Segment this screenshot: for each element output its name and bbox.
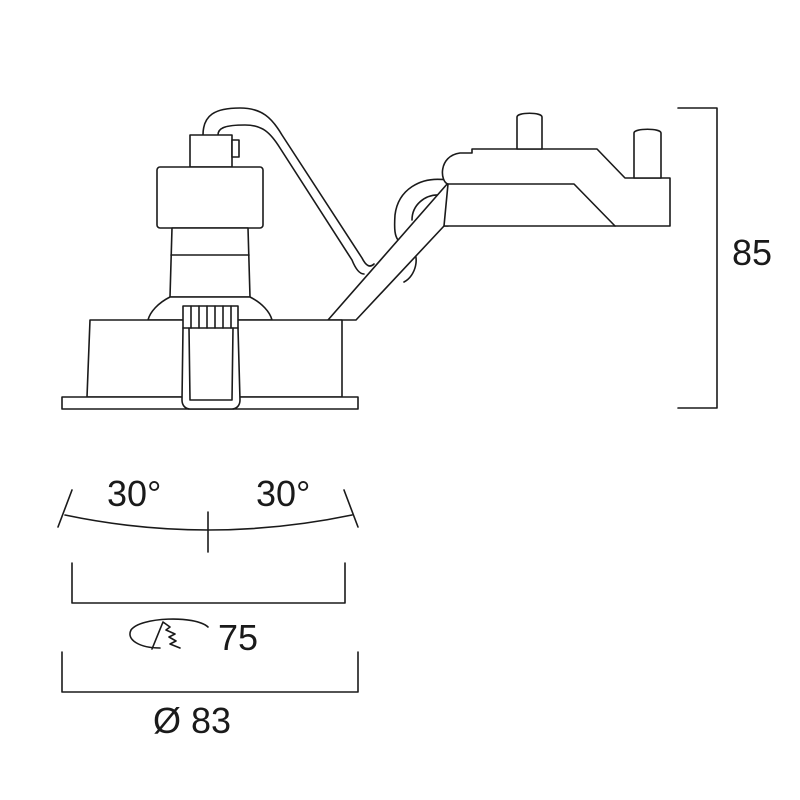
tilt-left-label: 30°	[107, 473, 161, 514]
bracket-inner-edge	[447, 183, 616, 227]
bracket-post-2	[633, 128, 662, 179]
connector-tab	[231, 139, 240, 158]
bracket-post-1	[516, 112, 543, 150]
tilt-right-label: 30°	[256, 473, 310, 514]
cutout-label: 75	[218, 617, 258, 658]
connector	[189, 134, 233, 168]
clip-ribs	[190, 305, 232, 329]
fixture-side-view	[61, 107, 671, 410]
spring-clip-inner	[188, 327, 234, 401]
lamp-cap	[156, 166, 264, 229]
diameter-dimension: Ø 83	[61, 651, 359, 741]
cutout-dimension: 75	[71, 562, 346, 658]
diameter-label: Ø 83	[153, 700, 231, 741]
spring-loop-inner	[411, 194, 441, 221]
height-label: 85	[732, 232, 772, 273]
spring-clip	[181, 305, 241, 410]
cable	[202, 107, 375, 267]
lamp-body	[169, 227, 251, 298]
tilt-dimension: 30° 30°	[57, 473, 359, 553]
cable-inner	[217, 124, 365, 275]
spring-loop	[393, 178, 448, 241]
ceiling-cutout-icon	[129, 618, 209, 650]
height-dimension: 85	[677, 107, 772, 409]
